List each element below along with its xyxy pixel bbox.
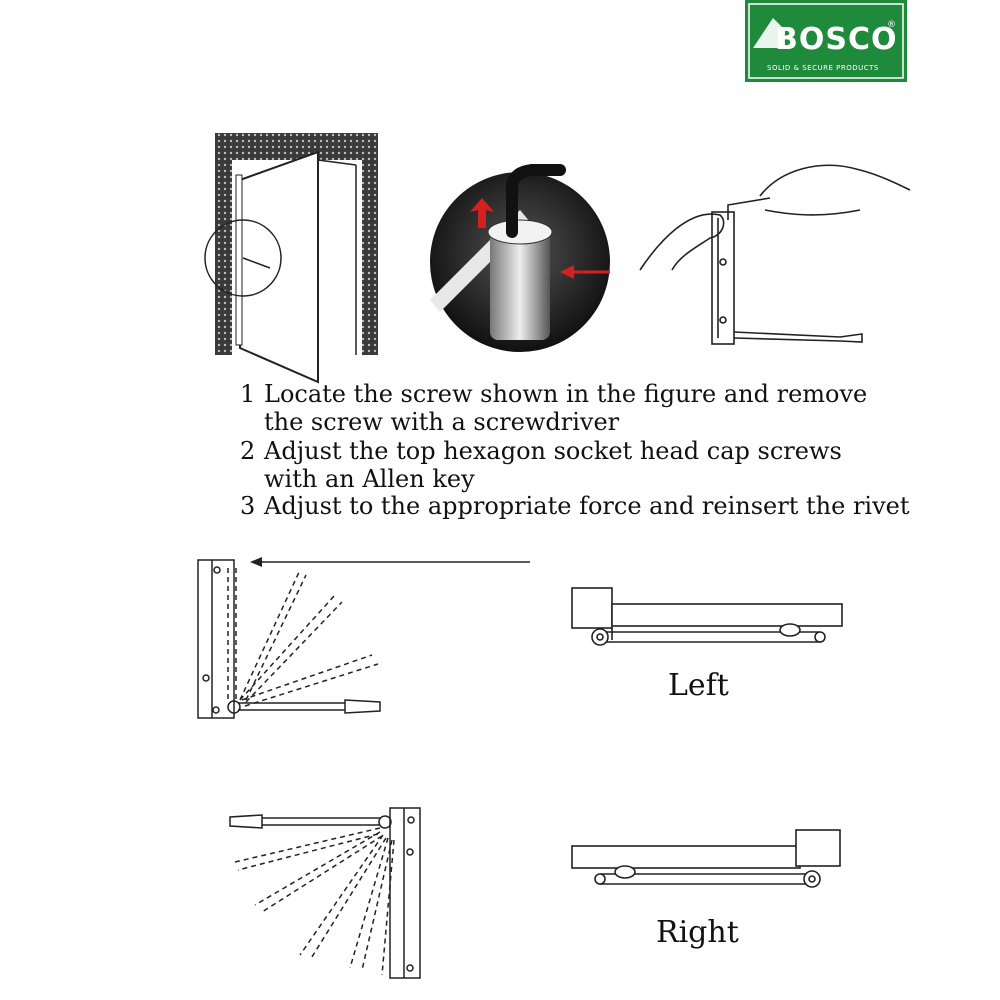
step-text: Adjust to the appropriate force and rein… bbox=[264, 492, 910, 520]
brand-logo: BOSCO ® SOLID & SECURE PRODUCTS bbox=[745, 0, 907, 82]
step-text-continued: with an Allen key bbox=[264, 465, 475, 493]
step-text-continued: the screw with a screwdriver bbox=[264, 408, 620, 436]
right-label: Right bbox=[656, 915, 739, 950]
logo-house-mark bbox=[748, 3, 904, 79]
left-top-view-diagram bbox=[571, 587, 843, 646]
right-top-view-diagram bbox=[571, 829, 841, 888]
step-text: Locate the screw shown in the figure and… bbox=[264, 380, 868, 408]
brand-tagline: SOLID & SECURE PRODUCTS bbox=[767, 64, 879, 72]
left-label: Left bbox=[668, 668, 729, 703]
brand-name: BOSCO bbox=[775, 22, 898, 57]
right-swing-diagram bbox=[229, 807, 421, 979]
step-number: 3 bbox=[240, 492, 256, 520]
step-text: Adjust the top hexagon socket head cap s… bbox=[264, 437, 842, 465]
door-frame-figure bbox=[204, 133, 378, 384]
left-swing-diagram bbox=[197, 557, 530, 719]
registered-mark: ® bbox=[887, 20, 896, 30]
step-number: 2 bbox=[240, 437, 256, 465]
step-3: 3 Adjust to the appropriate force and rei… bbox=[240, 492, 910, 520]
step-number: 1 bbox=[240, 380, 256, 408]
hand-adjusting-figure bbox=[639, 164, 911, 345]
hinge-closeup-figure bbox=[430, 164, 610, 352]
step-2: 2 Adjust the top hexagon socket head cap … bbox=[240, 437, 842, 493]
step-1: 1 Locate the screw shown in the figure an… bbox=[240, 380, 867, 436]
